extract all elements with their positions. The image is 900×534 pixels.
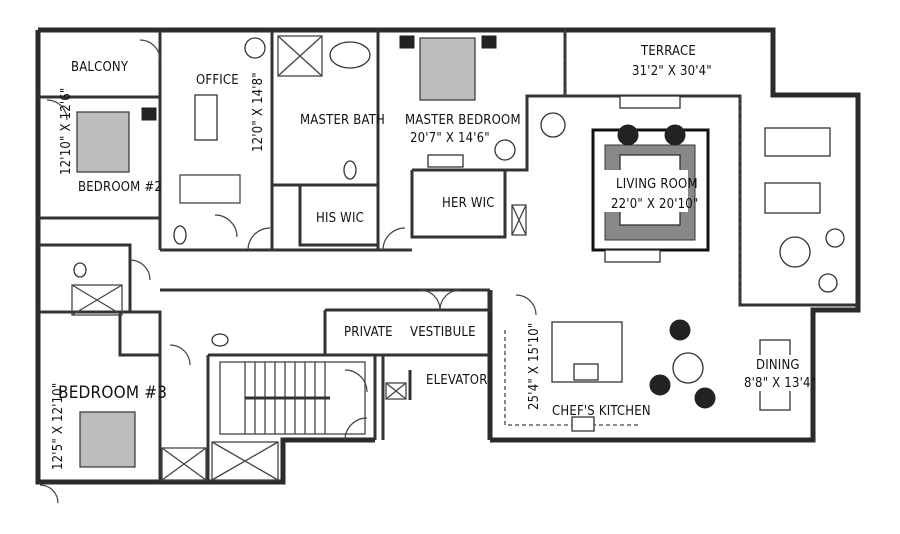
bedroom3-size: 12'5" X 12'10" — [51, 383, 66, 471]
bedroom2-size: 12'10" X 12'6" — [59, 88, 74, 176]
terrace-size: 31'2" X 30'4" — [632, 64, 712, 79]
master-bedroom-size: 20'7" X 14'6" — [410, 131, 490, 146]
vestibule-label: VESTIBULE — [410, 325, 476, 340]
bedroom3-label: BEDROOM #3 — [58, 383, 167, 403]
living-room-size: 22'0" X 20'10" — [611, 197, 699, 212]
his-wic-label: HIS WIC — [316, 211, 364, 226]
bedroom3-bed — [79, 411, 136, 468]
kitchen-label: CHEF'S KITCHEN — [552, 404, 651, 419]
interior-walls — [38, 30, 858, 482]
room-labels: BALCONY OFFICE 12'0" X 14'8" MASTER BATH… — [51, 44, 816, 470]
bath-fixtures — [71, 35, 527, 400]
master-bath-label: MASTER BATH — [300, 113, 385, 128]
bedroom2-label: BEDROOM #2 — [78, 180, 162, 195]
furniture — [194, 37, 845, 432]
living-room-label: LIVING ROOM — [616, 177, 698, 192]
dining-label: DINING — [756, 358, 800, 373]
master-bed — [419, 37, 476, 101]
balcony-label: BALCONY — [71, 60, 129, 75]
master-bedroom-label: MASTER BEDROOM — [405, 113, 521, 128]
her-wic-label: HER WIC — [442, 196, 495, 211]
dining-size: 8'8" X 13'4" — [744, 376, 816, 391]
exterior-walls — [35, 27, 861, 485]
bedroom2-bed — [76, 111, 130, 173]
door-swings — [39, 39, 537, 504]
stairs — [161, 361, 366, 481]
office-size: 12'0" X 14'8" — [251, 72, 266, 152]
vestibule-label-private: PRIVATE — [344, 325, 393, 340]
terrace-label: TERRACE — [640, 44, 696, 59]
elevator-label: ELEVATOR — [426, 373, 488, 388]
beds — [76, 35, 497, 468]
kitchen-size: 25'4" X 15'10" — [527, 323, 542, 411]
office-label: OFFICE — [196, 73, 239, 88]
